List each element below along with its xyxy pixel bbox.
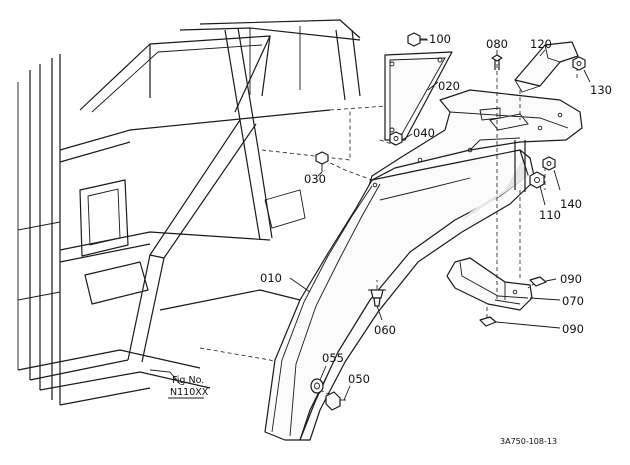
callout-080: 080	[486, 37, 508, 51]
fastener-100	[407, 32, 427, 47]
callout-070: 070	[562, 294, 584, 308]
clip-090-lower	[479, 316, 497, 327]
callout-020: 020	[438, 79, 460, 93]
bracket-070	[446, 257, 533, 311]
bolt-050	[325, 391, 346, 411]
callout-120: 120	[530, 37, 552, 51]
callout-040: 040	[413, 126, 435, 140]
callout-060: 060	[374, 323, 396, 337]
clip-060	[368, 289, 386, 307]
drawing-code: 3A750-108-13	[500, 437, 557, 446]
figure-number-code: N110XX	[170, 387, 209, 398]
leader-lines	[149, 39, 591, 401]
fastener-030	[315, 151, 329, 172]
fender-010	[264, 89, 583, 441]
cabin-frame	[17, 19, 401, 406]
washer-055	[310, 378, 324, 394]
fastener-040	[389, 131, 403, 146]
callout-010: 010	[260, 271, 282, 285]
callout-055: 055	[322, 351, 344, 365]
fastener-080	[491, 54, 503, 70]
callout-090-upper: 090	[560, 272, 582, 286]
callout-050: 050	[348, 372, 370, 386]
callout-110: 110	[539, 208, 561, 222]
fastener-140	[542, 156, 556, 171]
panel-020	[384, 51, 453, 141]
callout-130: 130	[590, 83, 612, 97]
callout-140: 140	[560, 197, 582, 211]
callout-100: 100	[429, 32, 451, 46]
fastener-110	[529, 171, 545, 189]
callout-labels: 100 080 120 020 130 040 030 140 110 010 …	[260, 32, 612, 386]
callout-030: 030	[304, 172, 326, 186]
fastener-130	[572, 56, 586, 71]
bracket-120	[514, 41, 579, 93]
clip-090-upper	[529, 276, 547, 287]
figure-number: Fig.No. N110XX	[168, 375, 209, 399]
figure-number-label: Fig.No.	[172, 375, 204, 386]
callout-090-lower: 090	[562, 322, 584, 336]
